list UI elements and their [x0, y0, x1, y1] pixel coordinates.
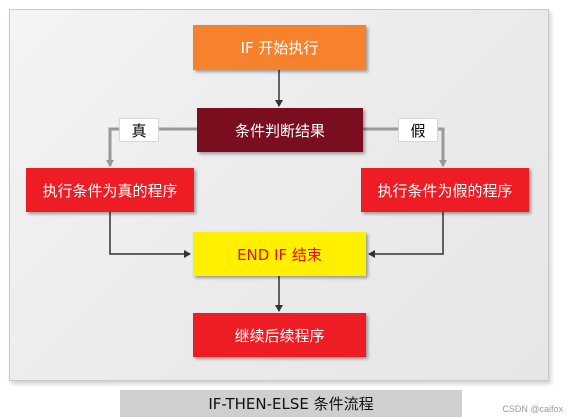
- edge-judge-to-false: [363, 127, 447, 167]
- figure-caption: IF-THEN-ELSE 条件流程: [120, 390, 462, 417]
- node-continue-label: 继续后续程序: [234, 326, 325, 345]
- node-condition-judge: 条件判断结果: [197, 108, 363, 152]
- edge-label-false: 假: [398, 118, 438, 142]
- edge-label-true: 真: [119, 118, 159, 142]
- edge-label-true-text: 真: [131, 121, 147, 140]
- edge-label-false-text: 假: [410, 121, 426, 140]
- figure-caption-text: IF-THEN-ELSE 条件流程: [208, 395, 374, 413]
- edge-judge-to-true: [106, 127, 197, 167]
- node-if-start: IF 开始执行: [193, 25, 366, 70]
- node-condition-judge-label: 条件判断结果: [234, 121, 325, 140]
- node-end-if-label: END IF 结束: [237, 245, 322, 264]
- node-true-branch-label: 执行条件为真的程序: [42, 181, 178, 200]
- edge-true-to-end: [109, 212, 191, 258]
- edge-false-to-end: [368, 212, 444, 258]
- node-false-branch-label: 执行条件为假的程序: [377, 181, 513, 200]
- node-end-if: END IF 结束: [193, 232, 366, 276]
- node-continue: 继续后续程序: [193, 313, 366, 357]
- watermark: CSDN @caifox: [502, 404, 563, 414]
- node-true-branch: 执行条件为真的程序: [26, 168, 194, 212]
- node-if-start-label: IF 开始执行: [240, 39, 319, 57]
- node-false-branch: 执行条件为假的程序: [361, 168, 529, 212]
